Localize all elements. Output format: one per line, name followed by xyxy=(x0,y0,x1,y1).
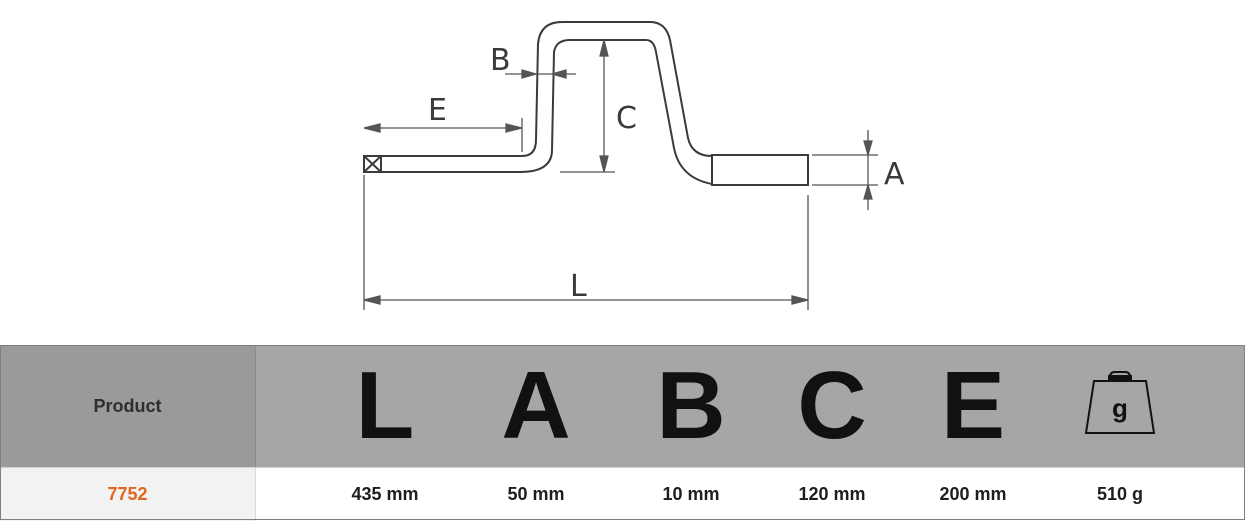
dim-label-l: L xyxy=(570,269,587,304)
weight-icon: g xyxy=(1084,371,1156,434)
table-header-row: Product L A B C E g xyxy=(0,345,1245,467)
value-c: 120 mm xyxy=(798,484,866,504)
crank-outline xyxy=(363,21,809,186)
value-e: 200 mm xyxy=(939,484,1007,504)
header-letter-a: A xyxy=(501,352,571,459)
square-drive xyxy=(363,155,382,173)
product-code[interactable]: 7752 xyxy=(0,468,256,521)
tool-diagram: B E C A L xyxy=(363,21,905,310)
dimension-lines xyxy=(363,39,878,310)
dim-label-a: A xyxy=(884,157,905,192)
value-a: 50 mm xyxy=(507,484,565,504)
dim-label-c: C xyxy=(616,101,637,136)
header-letter-l: L xyxy=(355,352,415,459)
header-letter-c: C xyxy=(797,352,867,459)
header-letter-e: E xyxy=(940,352,1006,459)
table-row: 7752 435 mm 50 mm 10 mm 120 mm 200 mm 51… xyxy=(0,467,1245,521)
header-letter-b: B xyxy=(656,352,726,459)
dim-label-e: E xyxy=(428,93,447,128)
spec-table: Product L A B C E g 7752 435 mm 50 mm 10… xyxy=(0,345,1245,521)
value-b: 10 mm xyxy=(662,484,720,504)
dim-label-b: B xyxy=(490,43,511,78)
value-l: 435 mm xyxy=(351,484,419,504)
weight-symbol: g xyxy=(1112,393,1128,423)
handle-sleeve xyxy=(711,154,809,186)
value-weight: 510 g xyxy=(1096,484,1144,504)
header-product: Product xyxy=(0,345,256,467)
